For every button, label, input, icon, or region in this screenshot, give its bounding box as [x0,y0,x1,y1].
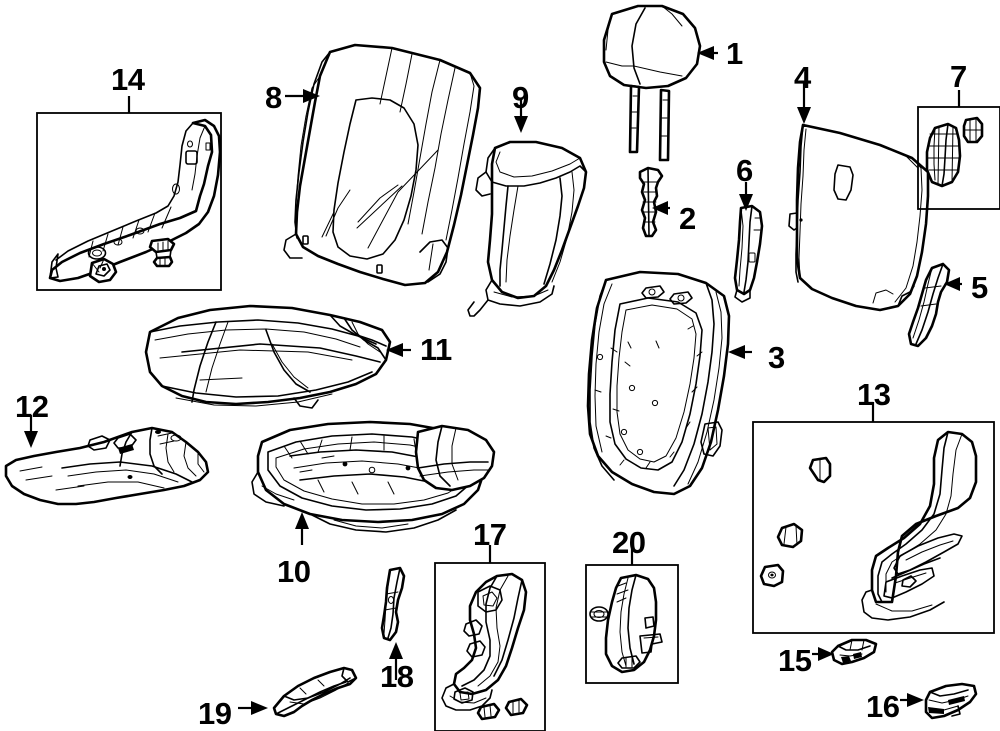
callout-label-4: 4 [794,60,811,95]
part-6-side-support-bracket [733,182,764,303]
callout-label-5: 5 [971,270,988,305]
part-9-center-armrest-assembly [467,100,588,317]
callout-label-18: 18 [380,659,414,694]
callout-label-1: 1 [726,36,743,71]
part-15-trim-clip-cover-small [812,638,878,666]
part-20-side-shield-plate [585,547,679,684]
callout-label-9: 9 [512,80,529,115]
callout-label-17: 17 [473,517,507,552]
part-11-seat-cushion-cover-pad [144,304,411,409]
part-16-trim-cap-cover [900,682,978,720]
part-19-floor-anchor-bracket [238,666,358,718]
callout-label-20: 20 [612,525,646,560]
part-4-seat-back-panel [788,83,930,312]
callout-label-8: 8 [265,80,282,115]
callout-label-10: 10 [277,554,311,589]
part-5-hinge-bracket-right [907,262,962,348]
part-8-seat-back-cover-cushion [283,43,482,287]
part-1-headrest-assembly [602,4,718,162]
callout-label-14: 14 [111,62,145,97]
callout-label-11: 11 [420,332,452,367]
callout-label-15: 15 [778,643,812,678]
part-12-under-seat-cover-shield [4,415,210,506]
part-3-seat-back-frame [586,270,752,496]
part-2-headrest-guide-bolt [638,166,670,238]
part-10-seat-cushion-frame [251,420,496,545]
part-18-hinge-link-arm [380,566,406,680]
part-13-seat-side-trim-panel [752,402,995,634]
part-14-seat-track-rail-bracket [36,96,222,291]
callout-label-2: 2 [679,201,696,236]
callout-label-6: 6 [736,153,753,188]
callout-label-12: 12 [15,389,49,424]
part-7-latch-striker-assembly [917,90,1000,210]
part-17-seat-reclining-mechanism [434,545,546,731]
callout-label-16: 16 [866,689,900,724]
callout-label-7: 7 [950,59,967,94]
callout-label-3: 3 [768,340,785,375]
callout-label-19: 19 [198,696,232,731]
callout-label-13: 13 [857,377,891,412]
